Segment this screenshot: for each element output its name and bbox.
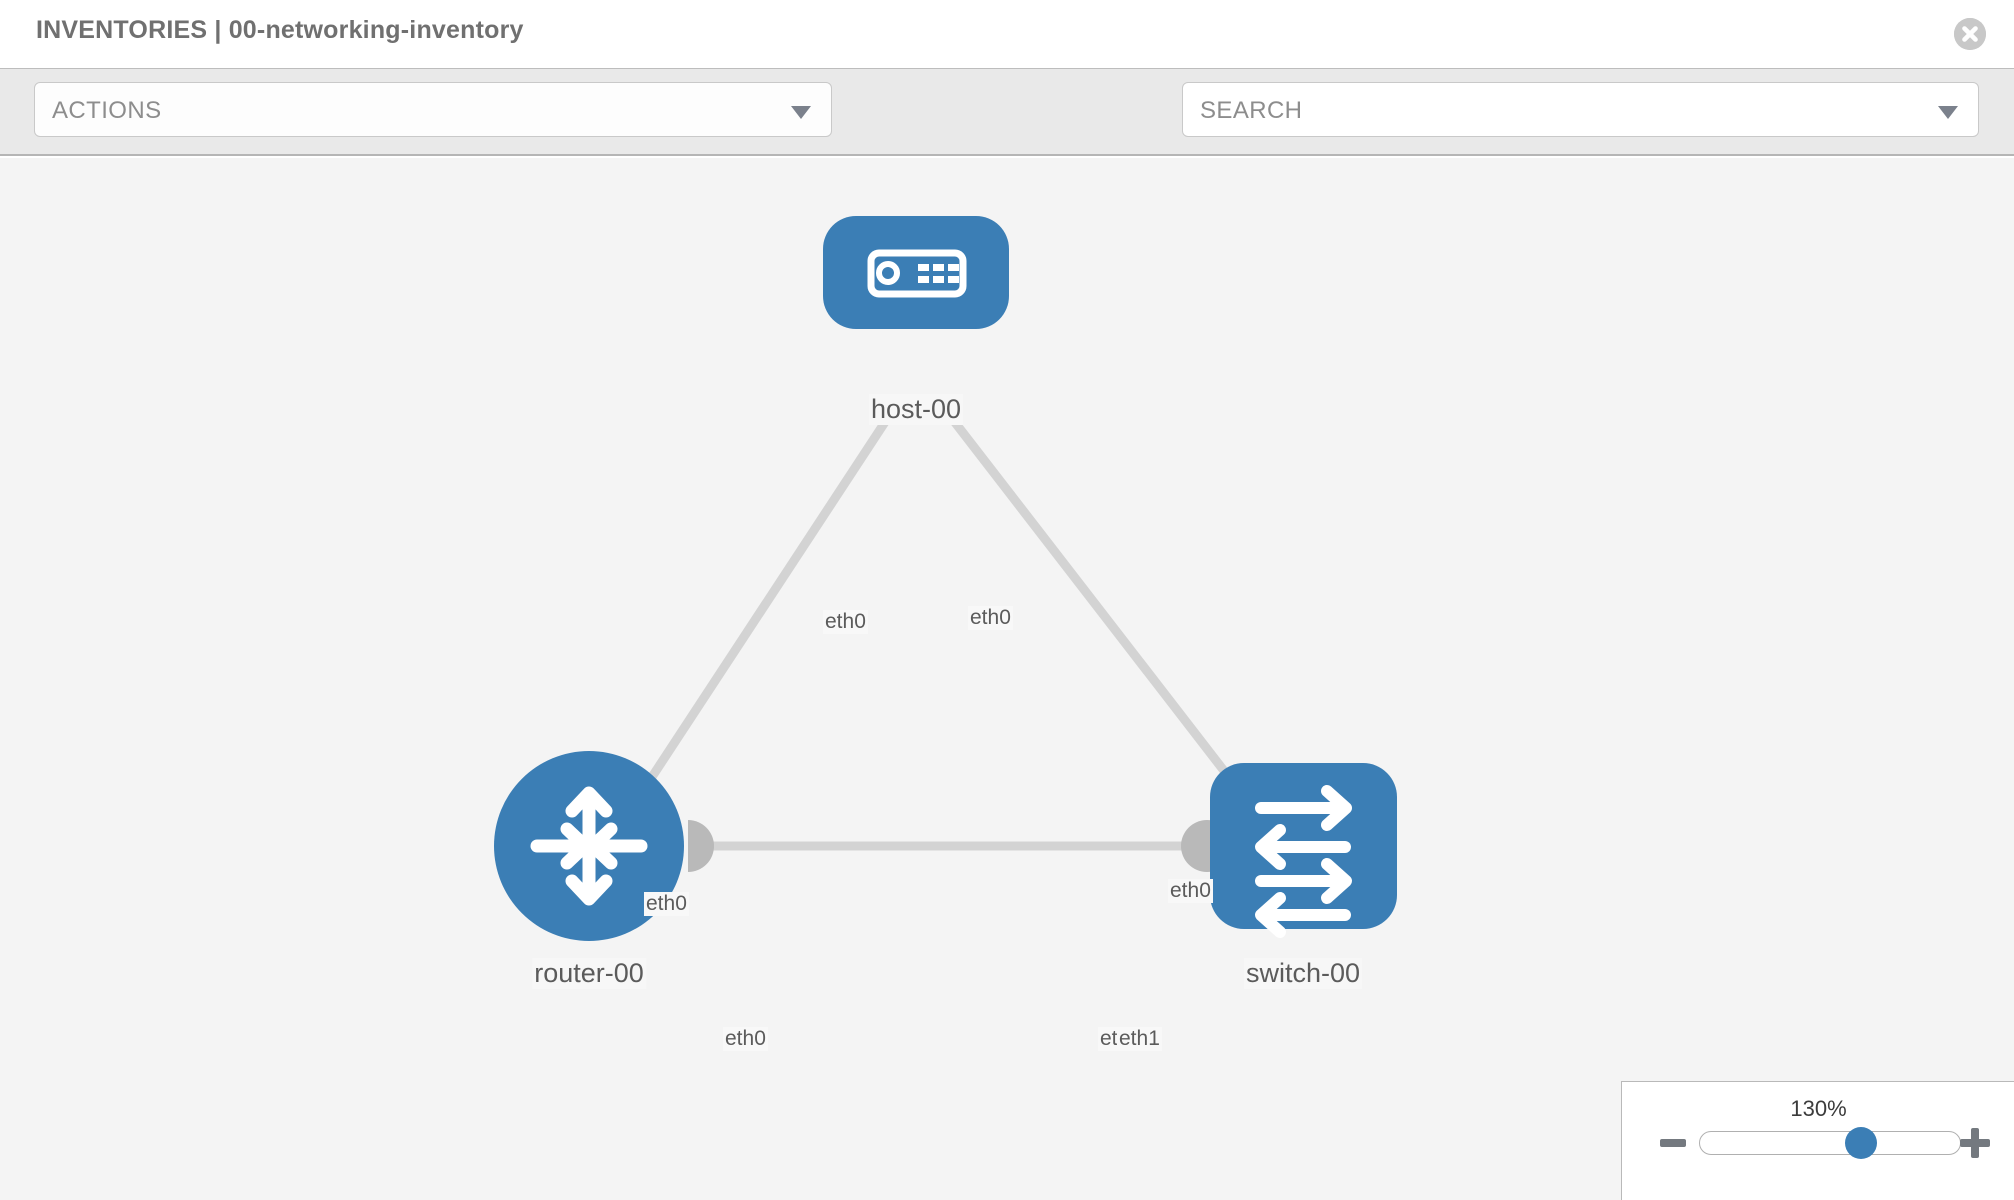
- page-title: INVENTORIES | 00-networking-inventory: [36, 16, 524, 44]
- zoom-slider-handle[interactable]: [1845, 1127, 1878, 1159]
- toolbar: ACTIONS SEARCH: [0, 68, 2014, 195]
- node-label-host-00: host-00: [868, 394, 964, 425]
- node-host-00[interactable]: [823, 216, 1009, 329]
- chevron-down-icon: [791, 106, 811, 119]
- zoom-control-panel: 130%: [1621, 1081, 2014, 1200]
- server-led: [876, 261, 900, 285]
- node-label-switch-00: switch-00: [1243, 958, 1363, 989]
- iface-label-router-eth0: eth0: [723, 1027, 768, 1051]
- node-label-router-00: router-00: [532, 958, 646, 989]
- port-router-right: [688, 820, 714, 872]
- close-icon[interactable]: [1954, 18, 1986, 50]
- server-icon: [867, 249, 967, 298]
- iface-label-host-right: eth0: [968, 606, 1013, 630]
- topology-graph: [494, 216, 1397, 941]
- switch-icon: [1255, 785, 1352, 938]
- iface-label-router-uplink: eth0: [644, 892, 689, 916]
- zoom-slider-track[interactable]: [1699, 1131, 1961, 1155]
- search-placeholder: SEARCH: [1200, 97, 1303, 124]
- node-switch-00[interactable]: [1210, 763, 1397, 938]
- zoom-level-label: 130%: [1790, 1096, 1847, 1121]
- iface-label-switch-uplink: eth0: [1168, 879, 1213, 903]
- router-icon: [530, 786, 648, 906]
- topology-canvas[interactable]: host-00 router-00 switch-00 eth0 eth0 et…: [0, 158, 2014, 1200]
- port-group: [688, 394, 1264, 872]
- edge-group: [621, 413, 1249, 851]
- plus-icon[interactable]: [1960, 1128, 1990, 1158]
- iface-label-switch-eth1: eth1: [1117, 1027, 1162, 1051]
- chevron-down-icon[interactable]: [1938, 106, 1958, 119]
- minus-icon[interactable]: [1660, 1139, 1686, 1147]
- page-header: INVENTORIES | 00-networking-inventory: [0, 0, 2014, 68]
- search-input[interactable]: SEARCH: [1182, 82, 1979, 137]
- server-vents: [918, 264, 959, 283]
- edge-host-switch: [946, 413, 1249, 801]
- node-router-00[interactable]: [494, 751, 684, 941]
- actions-dropdown[interactable]: ACTIONS: [34, 82, 832, 137]
- edge-host-router: [621, 413, 893, 821]
- iface-label-host-left: eth0: [823, 610, 868, 634]
- actions-dropdown-label: ACTIONS: [52, 97, 162, 124]
